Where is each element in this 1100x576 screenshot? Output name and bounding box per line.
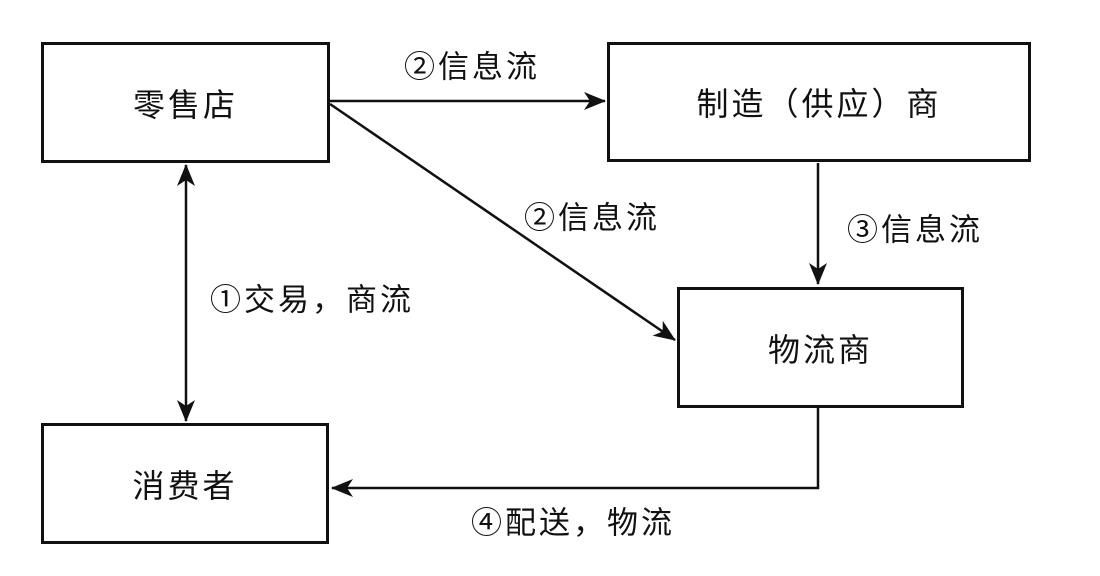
node-retail-store: 零售店	[41, 42, 330, 163]
node-manufacturer-supplier-label: 制造（供应）商	[696, 86, 942, 122]
arrow-info-flow-diagonal	[329, 102, 676, 342]
node-consumer-label: 消费者	[132, 467, 238, 504]
flow-label-transaction-flow: ①交易，商流	[210, 282, 414, 318]
flow-label-info-flow-down: ③信息流	[847, 212, 983, 248]
flow-label-delivery-flow: ④配送，物流	[471, 505, 675, 541]
node-retail-store-label: 零售店	[132, 86, 238, 123]
node-logistics-provider-label: 物流商	[767, 331, 873, 368]
node-logistics-provider: 物流商	[677, 287, 964, 408]
arrow-delivery-flow	[331, 408, 820, 497]
node-consumer: 消费者	[41, 423, 329, 544]
flow-label-info-flow-top: ②信息流	[404, 49, 540, 85]
node-manufacturer-supplier: 制造（供应）商	[607, 42, 1031, 162]
flow-label-info-flow-diagonal: ②信息流	[524, 200, 660, 236]
